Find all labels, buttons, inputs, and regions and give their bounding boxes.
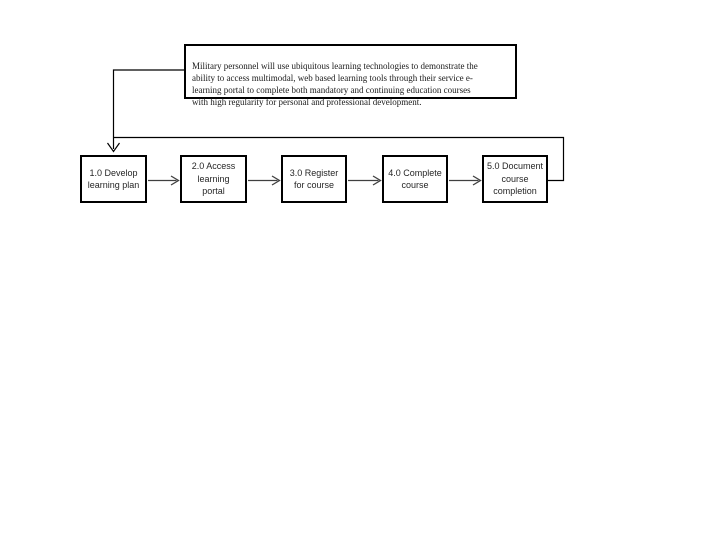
mission-statement-text: Military personnel will use ubiquitous l…	[192, 61, 478, 107]
flow-step-document-course-completion: 5.0 Document course completion	[482, 155, 548, 203]
arrow-step4-to-step5	[449, 175, 482, 186]
flow-step-develop-learning-plan: 1.0 Develop learning plan	[80, 155, 147, 203]
mission-statement-box: Military personnel will use ubiquitous l…	[184, 44, 517, 107]
flow-step-label: 3.0 Register for course	[289, 167, 339, 191]
flow-step-register-for-course: 3.0 Register for course	[281, 155, 347, 203]
arrow-step3-to-step4	[348, 175, 382, 186]
arrow-step1-to-step2	[148, 175, 180, 186]
connector-mission-to-step1	[112, 69, 184, 149]
flow-step-access-learning-portal: 2.0 Access learning portal	[180, 155, 247, 203]
connector-step5-feedback-loop	[113, 136, 565, 182]
arrowhead-down-into-step1	[107, 142, 120, 153]
flow-step-complete-course: 4.0 Complete course	[382, 155, 448, 203]
flow-step-label: 4.0 Complete course	[388, 167, 442, 191]
flow-step-label: 5.0 Document course completion	[486, 161, 544, 197]
flow-step-label: 2.0 Access learning portal	[191, 161, 236, 197]
flow-step-label: 1.0 Develop learning plan	[87, 167, 140, 191]
arrow-step2-to-step3	[248, 175, 281, 186]
